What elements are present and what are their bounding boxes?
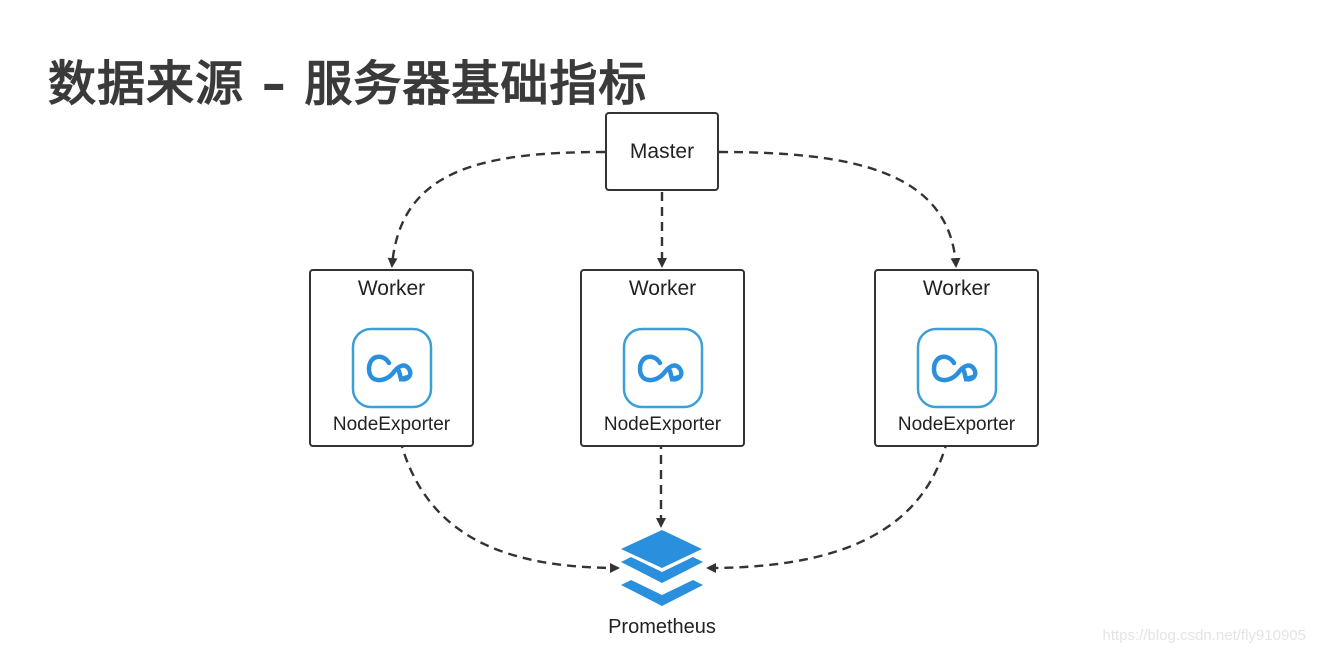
node-exporter-icon [351,327,433,409]
page-title: 数据来源 – 服务器基础指标 [48,56,648,112]
prometheus-label: Prometheus [608,616,716,638]
prometheus-stack-icon [621,530,703,606]
edge-worker1-prometheus [392,409,620,573]
worker-node: Worker NodeExporter [309,269,474,447]
node-exporter-label: NodeExporter [897,414,1016,435]
edge-master-worker1 [387,150,606,268]
node-exporter-icon [622,327,704,409]
worker-node: Worker NodeExporter [580,269,745,447]
worker-label: Worker [357,277,426,300]
edge-master-worker3 [718,150,961,268]
worker-node: Worker NodeExporter [874,269,1039,447]
watermark: https://blog.csdn.net/fly910905 [1102,627,1306,644]
worker-label: Worker [628,277,697,300]
node-exporter-icon [916,327,998,409]
master-label: Master [629,139,695,163]
node-exporter-label: NodeExporter [332,414,451,435]
worker-label: Worker [922,277,991,300]
node-exporter-label: NodeExporter [603,414,722,435]
master-node: Master [605,112,719,191]
